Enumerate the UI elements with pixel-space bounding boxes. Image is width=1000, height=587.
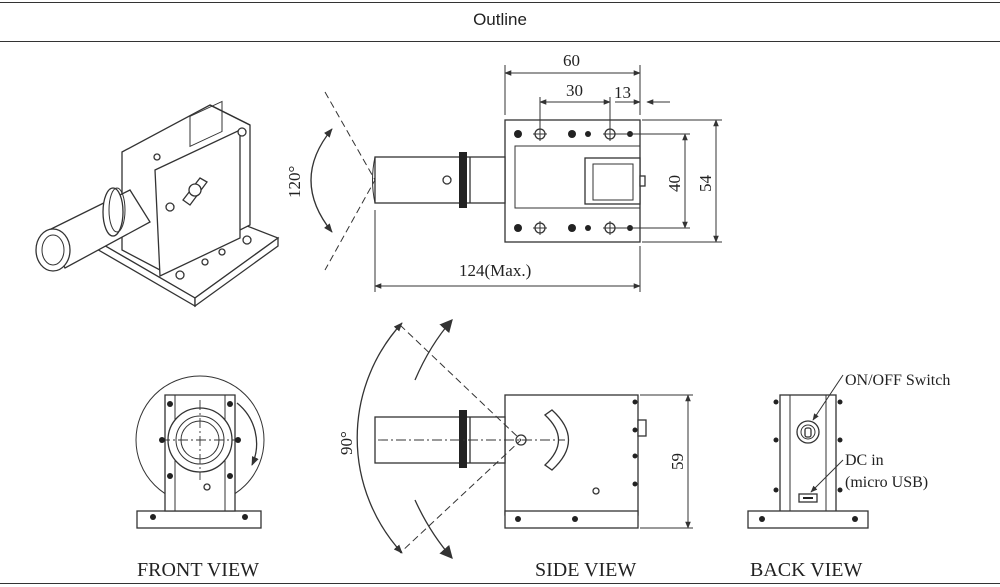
dc-callout-line2: (micro USB) [845, 474, 928, 491]
screw-icon [201, 258, 209, 266]
dc-callout-line1: DC in [845, 452, 884, 469]
front-view-label: FRONT VIEW [137, 559, 259, 581]
screw-icon [218, 248, 226, 256]
screw-icon [237, 127, 247, 137]
back-view: ON/OFF Switch DC in (micro USB) BACK VIE… [747, 372, 950, 581]
top-view: 60 30 13 124(Max.) 40 54 120° [285, 51, 722, 292]
screw-icon [175, 270, 185, 280]
dim-13: 13 [614, 83, 631, 102]
isometric-view [35, 100, 280, 308]
switch-callout: ON/OFF Switch [845, 372, 950, 389]
screw-icon [153, 153, 161, 161]
dim-59: 59 [668, 453, 687, 470]
dim-30: 30 [566, 81, 583, 100]
header-title: Outline [473, 10, 527, 29]
side-view-label: SIDE VIEW [535, 559, 636, 581]
bottom-rule [0, 583, 1000, 584]
side-view: 59 90° SIDE VIEW [337, 319, 693, 581]
dim-40: 40 [665, 175, 684, 192]
angle-90: 90° [337, 431, 356, 455]
front-view: FRONT VIEW [135, 375, 265, 581]
dim-124-max: 124(Max.) [459, 261, 531, 280]
screw-icon [242, 235, 252, 245]
rotation-arrow-icon [236, 402, 259, 466]
dim-54: 54 [696, 175, 715, 193]
back-view-label: BACK VIEW [750, 559, 863, 581]
dim-60: 60 [563, 51, 580, 70]
header-bar [0, 2, 1000, 42]
angle-120: 120° [285, 166, 304, 198]
screw-icon [165, 202, 175, 212]
mounting-holes [514, 127, 633, 235]
